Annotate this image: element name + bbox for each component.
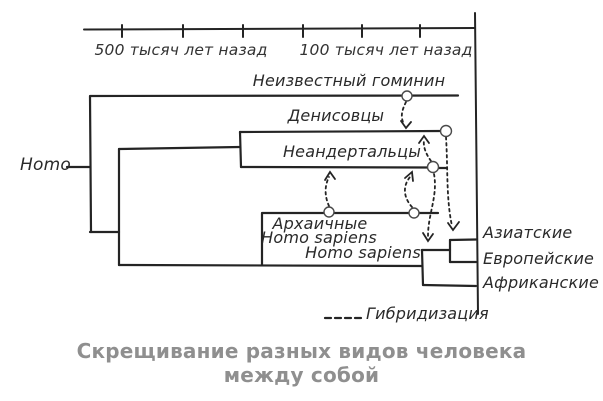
arrow-archaic-to-neanderthals-1 (324, 176, 330, 207)
present-day-line (474, 12, 479, 315)
bracket-modern (420, 248, 425, 287)
node-unknown-hominin (401, 90, 413, 102)
legend-hybridization-label: Гибридизация (366, 304, 489, 323)
arrowhead-down-sapiens (422, 232, 434, 243)
caption-line2: между собой (223, 363, 380, 387)
arrow-denisovans-to-asians (445, 136, 453, 227)
time-axis (83, 12, 479, 315)
hybridization-arrows (324, 101, 453, 237)
branch-africans (421, 283, 478, 288)
arrowhead-up-neanderthals-1 (324, 170, 336, 181)
branch-denisovans (238, 129, 444, 134)
branch-unknown-hominin (88, 94, 460, 234)
arrowheads (324, 120, 460, 243)
arrowhead-up-neanderthals-2 (404, 170, 414, 182)
arrow-hominin-to-denisovans (400, 101, 407, 125)
arrow-archaic-to-neanderthals-2 (404, 176, 413, 208)
branch-neanderthals (239, 165, 449, 170)
label-asians: Азиатские (483, 223, 573, 242)
label-modern-sapiens: Homo sapiens (305, 243, 421, 262)
arrow-neanderthals-to-denisovans (422, 139, 432, 162)
label-africans: Африканские (483, 273, 600, 292)
branch-asians (448, 238, 478, 242)
axis-line (83, 27, 476, 31)
arrowhead-down-asians (447, 221, 460, 232)
bracket-den-nea (238, 130, 243, 169)
branch-homo-sapiens (117, 263, 424, 268)
node-neanderthals-end (426, 160, 440, 174)
label-archaic-sapiens-line2: Homo sapiens (261, 228, 377, 247)
tree-branches (65, 94, 478, 288)
branch-archaic-sapiens (260, 211, 440, 267)
node-denisovans-end (439, 124, 453, 138)
hybridization-nodes (323, 90, 453, 219)
axis-label-500kya: 500 тысяч лет назад (94, 41, 268, 59)
branch-to-den-nea (117, 145, 242, 151)
arrowhead-down-denisovans (400, 120, 412, 130)
label-unknown-hominin: Неизвестный гоминин (252, 71, 446, 90)
label-homo-root: Homo (20, 155, 71, 175)
label-europeans: Европейские (483, 249, 595, 268)
arrow-neanderthals-to-sapiens (427, 173, 436, 237)
axis-label-100kya: 100 тысяч лет назад (299, 41, 473, 59)
label-denisovans: Денисовцы (287, 106, 385, 125)
node-archaic-late (408, 207, 420, 219)
caption-line1: Скрещивание разных видов человека (76, 339, 527, 363)
node-archaic-early (323, 206, 335, 218)
label-archaic-sapiens-line1: Архаичные (272, 214, 368, 233)
arrowhead-up-denisovans (418, 134, 430, 144)
label-neanderthals: Неандертальцы (282, 142, 422, 161)
